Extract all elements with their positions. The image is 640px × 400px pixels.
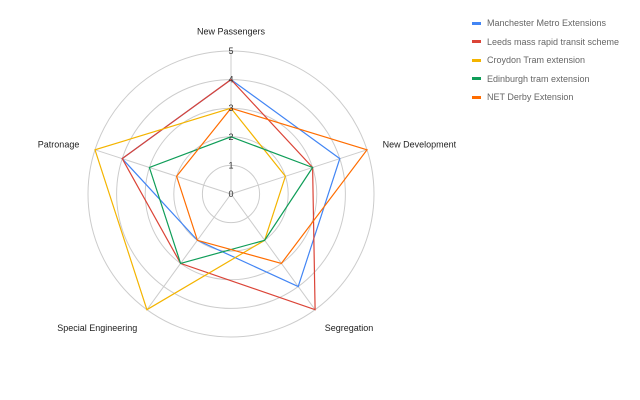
tick-label: 3 xyxy=(228,103,233,113)
tick-label: 1 xyxy=(228,160,233,170)
axis-label: New Passengers xyxy=(197,27,266,37)
series-line-4 xyxy=(175,107,368,265)
grid-spoke xyxy=(94,149,232,195)
legend-item: Manchester Metro Extensions xyxy=(472,14,619,33)
axis-label: Special Engineering xyxy=(57,323,137,333)
legend-swatch xyxy=(472,40,481,44)
axis-label: New Development xyxy=(383,140,457,150)
legend-item: Leeds mass rapid transit scheme xyxy=(472,33,619,52)
legend-label: Edinburgh tram extension xyxy=(487,73,590,84)
legend-label: Leeds mass rapid transit scheme xyxy=(487,36,620,47)
legend-swatch xyxy=(472,21,481,25)
legend-label: Croydon Tram extension xyxy=(487,55,586,66)
legend-label: NET Derby Extension xyxy=(487,92,574,103)
tick-label: 2 xyxy=(228,132,233,142)
legend-item: Edinburgh tram extension xyxy=(472,70,619,89)
legend-item: Croydon Tram extension xyxy=(472,51,619,70)
series-line-1 xyxy=(121,78,316,311)
axis-label: Patronage xyxy=(38,140,80,150)
radar-tick-labels: 0 1 2 3 4 5 xyxy=(228,46,233,199)
grid-spoke xyxy=(230,193,316,310)
series-line-2 xyxy=(94,107,287,311)
tick-label: 0 xyxy=(228,189,233,199)
radar-series xyxy=(94,78,368,311)
legend-item: NET Derby Extension xyxy=(472,88,619,107)
legend-swatch xyxy=(472,77,481,81)
axis-label: Segregation xyxy=(325,323,374,333)
legend-swatch xyxy=(472,58,481,62)
grid-spoke xyxy=(146,193,232,310)
grid-spoke xyxy=(230,149,368,195)
legend-swatch xyxy=(472,95,481,99)
legend-label: Manchester Metro Extensions xyxy=(487,18,607,29)
tick-label: 4 xyxy=(228,75,233,85)
series-line-3 xyxy=(148,136,314,265)
tick-label: 5 xyxy=(228,46,233,56)
